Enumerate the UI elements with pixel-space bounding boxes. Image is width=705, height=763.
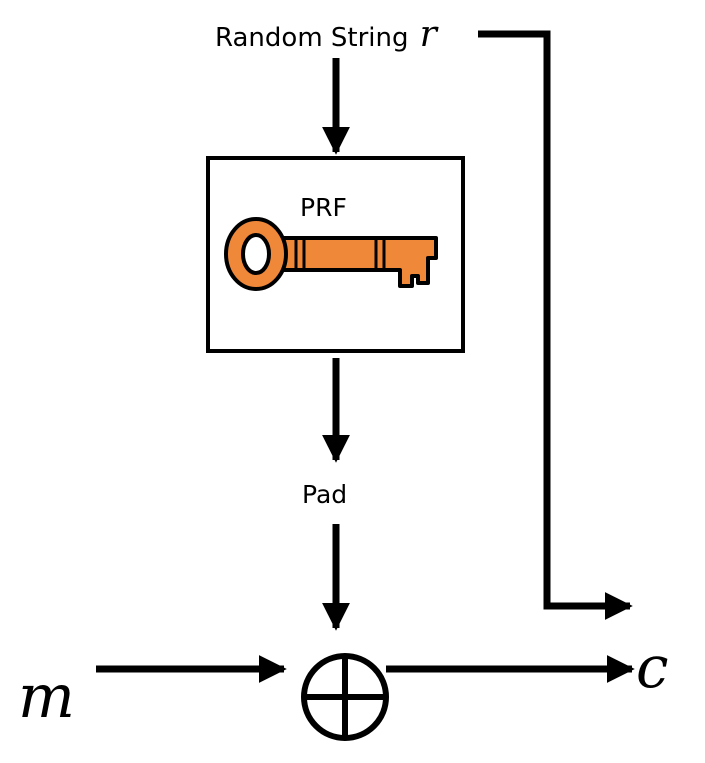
prf-label: PRF bbox=[300, 193, 347, 222]
arrow-r-to-output bbox=[478, 30, 633, 620]
message-var: m bbox=[18, 662, 75, 732]
random-string-label-group: Random String r bbox=[215, 14, 437, 55]
key-icon bbox=[224, 217, 438, 291]
cipher-var: c bbox=[636, 633, 669, 701]
random-var: r bbox=[419, 14, 437, 55]
random-string-label: Random String bbox=[215, 23, 409, 53]
xor-icon bbox=[301, 653, 389, 741]
pad-label: Pad bbox=[302, 480, 348, 509]
